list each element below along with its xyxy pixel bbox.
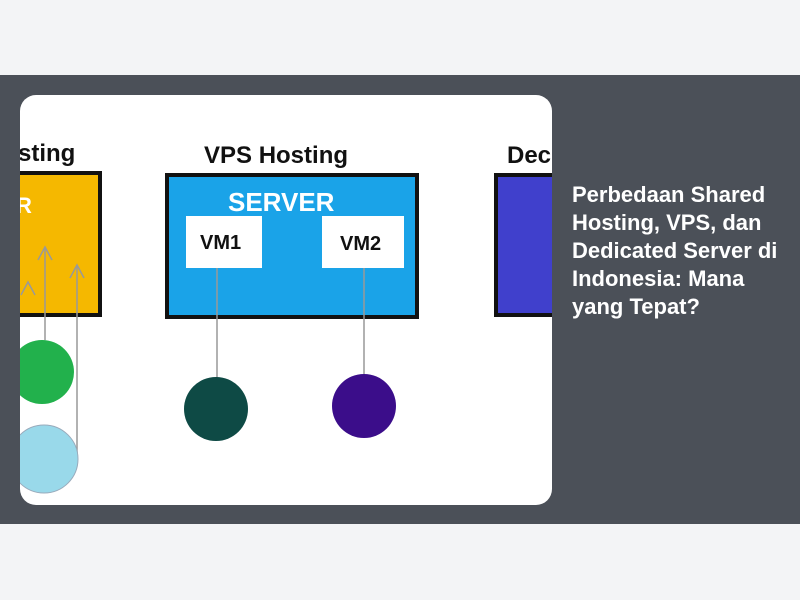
page-bottom-band: [0, 524, 800, 600]
shared-server-box: [20, 171, 102, 317]
article-thumbnail[interactable]: sting R VPS Hosting SERVER VM1 VM2 D: [20, 95, 552, 505]
article-card[interactable]: sting R VPS Hosting SERVER VM1 VM2 D: [0, 75, 800, 524]
vps-hosting-heading: VPS Hosting: [204, 142, 348, 169]
shared-server-label: R: [20, 193, 32, 218]
shared-user-lightblue: [20, 424, 79, 494]
vm2-box: [322, 216, 404, 268]
shared-arrow-head-3: [20, 280, 36, 296]
vm1-label: VM1: [200, 232, 241, 254]
vm1-user-darkteal: [184, 377, 248, 441]
shared-user-green: [20, 340, 74, 404]
shared-hosting-heading: sting: [20, 140, 75, 167]
page-top-band: [0, 0, 800, 75]
shared-arrow-head-1: [37, 245, 53, 261]
shared-arrow-head-2: [69, 263, 85, 279]
hosting-diagram: sting R VPS Hosting SERVER VM1 VM2 D: [20, 140, 552, 494]
vps-server-label: SERVER: [228, 187, 335, 217]
dedicated-hosting-heading: Dec: [507, 142, 551, 169]
vm2-user-purple: [332, 374, 396, 438]
article-title[interactable]: Perbedaan Shared Hosting, VPS, dan Dedic…: [572, 182, 778, 319]
vm2-label: VM2: [340, 233, 381, 255]
dedicated-server-box: [494, 173, 552, 317]
vm1-box: [186, 216, 262, 268]
